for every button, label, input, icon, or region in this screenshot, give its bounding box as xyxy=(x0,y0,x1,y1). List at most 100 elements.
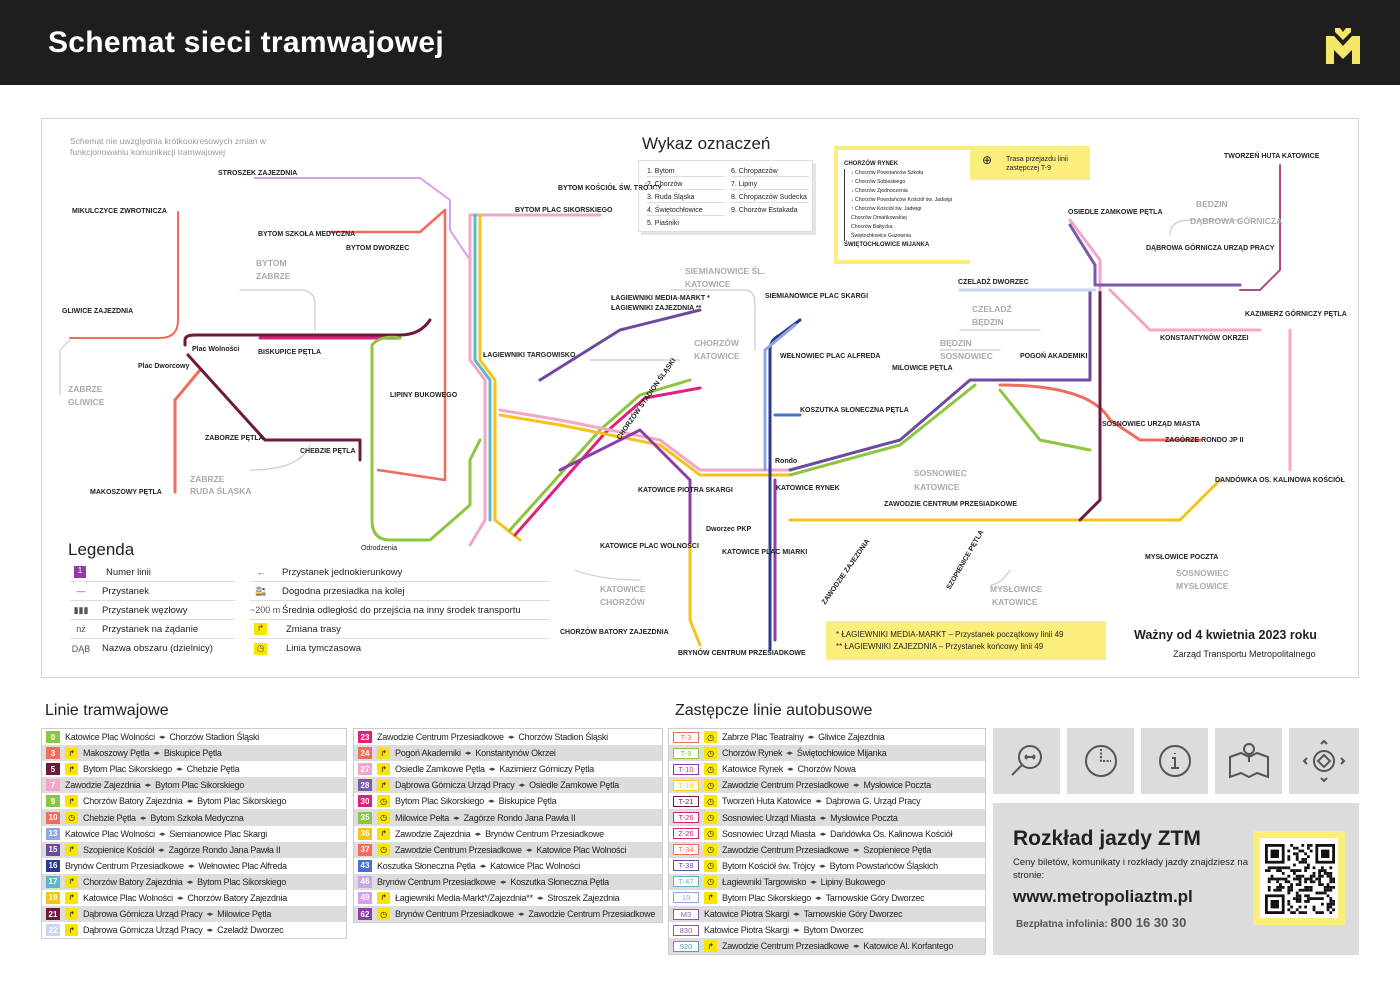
line-number-badge: Z-26 xyxy=(673,828,699,840)
line-row[interactable]: 21↱Dąbrowa Górnicza Urząd Pracy◂▸Milowic… xyxy=(42,906,346,923)
line-row[interactable]: 28↱Dąbrowa Górnicza Urząd Pracy◂▸Osiedle… xyxy=(354,777,662,794)
map-label: Plac Wolności xyxy=(192,346,239,353)
line-row[interactable]: T-14◷Zawodzie Centrum Przesiadkowe◂▸Mysł… xyxy=(669,777,985,794)
zoom-tile[interactable] xyxy=(993,728,1060,794)
qr-code[interactable] xyxy=(1253,831,1345,925)
map-label: DĄBROWA GÓRNICZA URZĄD PRACY xyxy=(1146,243,1275,252)
bidirectional-arrow-icon: ◂▸ xyxy=(186,878,194,886)
t9-stop: ↓ Chorzów Powstańców Szkoła xyxy=(844,169,964,178)
line-to: Siemianowice Plac Skargi xyxy=(169,828,267,839)
info-tile[interactable] xyxy=(1141,728,1208,794)
line-to: Stroszek Zajezdnia xyxy=(547,892,620,903)
legend-item: ▮▮▮Przystanek węzłowy xyxy=(70,601,235,620)
navigate-tile[interactable] xyxy=(1289,728,1359,794)
line-row[interactable]: T-9◷Chorzów Rynek◂▸Świętochłowice Mijank… xyxy=(669,745,985,762)
line-row[interactable]: Z-26◷Sosnowiec Urząd Miasta◂▸Dańdówka Os… xyxy=(669,825,985,842)
line-t3 xyxy=(69,211,179,339)
line-row[interactable]: 10◷Chebzie Pętla◂▸Bytom Szkoła Medyczna xyxy=(42,809,346,826)
line-row[interactable]: 24↱Pogoń Akademiki◂▸Konstantynów Okrzei xyxy=(354,745,662,762)
t9-stop: Świętochłowice Gazownia xyxy=(844,232,964,241)
bidirectional-arrow-icon: ◂▸ xyxy=(518,782,526,790)
bidirectional-arrow-icon: ◂▸ xyxy=(153,750,160,758)
line-row[interactable]: 22↱Dąbrowa Górnicza Urząd Pracy◂▸Czeladź… xyxy=(42,922,346,939)
t9-end: ŚWIĘTOCHŁOWICE MIJANKA xyxy=(844,242,930,248)
bidirectional-arrow-icon: ◂▸ xyxy=(479,862,487,870)
district-label: SOSNOWIEC xyxy=(1176,568,1229,578)
tram-network-map[interactable] xyxy=(41,118,1359,678)
map-label: KATOWICE RYNEK xyxy=(776,485,840,492)
line-row[interactable]: 19↱Bytom Plac Sikorskiego◂▸Tarnowskie Gó… xyxy=(669,889,985,907)
district-label: DĄBROWA GÓRNICZA xyxy=(1190,215,1282,226)
line-row[interactable]: T-26◷Sosnowiec Urząd Miasta◂▸Mysłowice P… xyxy=(669,809,985,826)
line-row[interactable]: T-38◷Bytom Kościół św. Trójcy◂▸Bytom Pow… xyxy=(669,857,985,874)
line-row[interactable]: T-47◷Łagiewniki Targowisko◂▸Lipiny Bukow… xyxy=(669,873,985,890)
map-tile[interactable] xyxy=(1215,728,1282,794)
line-row[interactable]: T-21◷Tworzeń Huta Katowice◂▸Dąbrowa G. U… xyxy=(669,793,985,810)
t9-stop: ↑ Chorzów Sobieskiego xyxy=(844,178,964,187)
line-kat-west xyxy=(688,543,702,647)
line-row[interactable]: 62◷Brynów Centrum Przesiadkowe◂▸Zawodzie… xyxy=(354,906,662,923)
map-label: Rondo xyxy=(775,458,797,465)
map-label: KOSZUTKA SŁONECZNA PĘTLA xyxy=(800,407,909,414)
wykaz-item: 2. Chorzów xyxy=(647,181,725,190)
line-row[interactable]: T-3◷Zabrze Plac Teatralny◂▸Gliwice Zajez… xyxy=(669,729,985,746)
line-36-zawodzie xyxy=(788,478,1222,522)
bidirectional-arrow-icon: ◂▸ xyxy=(186,798,194,806)
clock-tile[interactable] xyxy=(1067,728,1134,794)
legend-item: ←Przystanek jednokierunkowy xyxy=(250,563,550,582)
line-row[interactable]: 3↱Makoszowy Pętla◂▸Biskupice Pętla xyxy=(42,745,346,762)
line-19 xyxy=(478,213,522,542)
line-row[interactable]: 30◷Bytom Plac Sikorskiego◂▸Biskupice Pęt… xyxy=(354,793,662,810)
bidirectional-arrow-icon: ◂▸ xyxy=(474,830,482,838)
t9-route-tab[interactable]: ⊕ Trasa przejazdu linii zastępczej T-9 xyxy=(970,146,1090,180)
line-row[interactable]: 49↱Łagiewniki Media-Markt*/Zajezdnia**◂▸… xyxy=(354,889,662,907)
line-row[interactable]: 27↱Osiedle Zamkowe Pętla◂▸Kazimierz Górn… xyxy=(354,761,662,778)
line-row[interactable]: 9↱Chorzów Batory Zajezdnia◂▸Bytom Plac S… xyxy=(42,793,346,810)
line-row[interactable]: 36↱Zawodzie Zajezdnia◂▸Brynów Centrum Pr… xyxy=(354,825,662,842)
bidirectional-arrow-icon: ◂▸ xyxy=(815,798,822,806)
line-row[interactable]: T-10◷Katowice Rynek◂▸Chorzów Nowa xyxy=(669,761,985,778)
district-label: RUDA ŚLĄSKA xyxy=(190,485,252,496)
map-label: Odrodzenia xyxy=(361,545,397,552)
website-link[interactable]: www.metropoliaztm.pl xyxy=(1013,887,1193,906)
disclaimer-note: Schemat nie uwzględnia krótkookresowych … xyxy=(70,136,267,157)
line-row[interactable]: T-34◷Zawodzie Centrum Przesiadkowe◂▸Szop… xyxy=(669,841,985,858)
line-bytom-trunk xyxy=(468,213,602,547)
line-row[interactable]: 15↱Szopienice Kościół◂▸Zagórze Rondo Jan… xyxy=(42,841,346,858)
line-from: Osiedle Zamkowe Pętla xyxy=(395,764,485,775)
map-label: SIEMIANOWICE PLAC SKARGI xyxy=(765,293,868,300)
line-number-badge: T-3 xyxy=(673,731,699,743)
hotline-number[interactable]: 800 16 30 30 xyxy=(1110,915,1187,930)
district-label: KATOWICE xyxy=(600,584,646,594)
line-number-badge: 830 xyxy=(673,924,699,936)
line-to: Czeladź Dworzec xyxy=(217,925,284,936)
line-row[interactable]: 17↱Chorzów Batory Zajezdnia◂▸Bytom Plac … xyxy=(42,873,346,890)
line-from: Makoszowy Pętla xyxy=(83,748,150,759)
line-number-badge: T-9 xyxy=(673,747,699,759)
line-number-badge: T-26 xyxy=(673,812,699,824)
bidirectional-arrow-icon: ◂▸ xyxy=(139,814,147,822)
line-row[interactable]: 19↱Katowice Plac Wolności◂▸Chorzów Bator… xyxy=(42,889,346,907)
line-row[interactable]: 5↱Bytom Plac Sikorskiego◂▸Chebzie Pętla xyxy=(42,761,346,778)
line-row[interactable]: 920↱Zawodzie Centrum Przesiadkowe◂▸Katow… xyxy=(669,938,985,955)
line-from: Katowice Rynek xyxy=(722,764,784,775)
line-row[interactable]: 37◷Zawodzie Centrum Przesiadkowe◂▸Katowi… xyxy=(354,841,662,858)
info-text: Ceny biletów, komunikaty i rozkłady jazd… xyxy=(1013,857,1248,881)
line-to: Milowice Pętla xyxy=(217,909,272,920)
legend-symbol: ↱ xyxy=(254,623,267,635)
bidirectional-arrow-icon: ◂▸ xyxy=(499,878,507,886)
temporary-line-icon: ◷ xyxy=(704,731,717,744)
line-row[interactable]: 35◷Milowice Pełta◂▸Zagórze Rondo Jana Pa… xyxy=(354,809,662,826)
map-label: TWORZEŃ HUTA KATOWICE xyxy=(1224,151,1320,160)
line-number-badge: 16 xyxy=(46,859,60,872)
